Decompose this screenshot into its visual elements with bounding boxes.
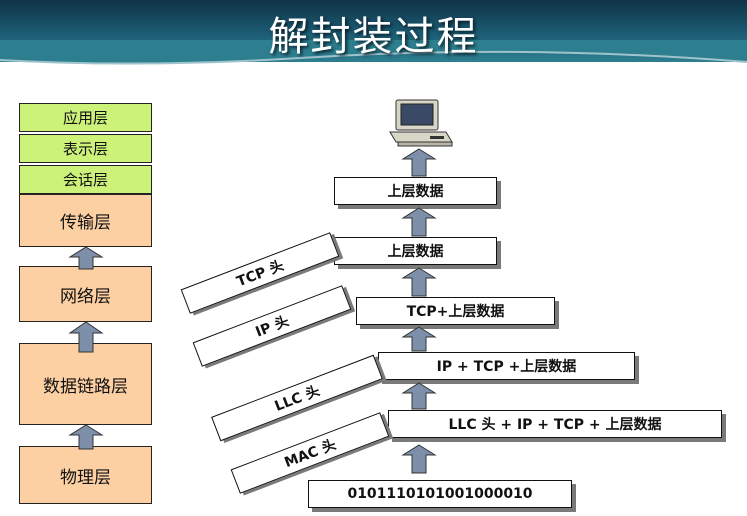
stack-box-upper-data-2: 上层数据 xyxy=(334,237,497,265)
up-arrow-icon xyxy=(401,267,437,297)
physical-layer: 物理层 xyxy=(19,446,152,504)
application-layer: 应用层 xyxy=(19,103,152,132)
stack-box-ip-tcp-data: IP + TCP +上层数据 xyxy=(378,352,635,380)
up-arrow-icon xyxy=(68,424,104,450)
computer-icon xyxy=(389,99,453,147)
session-layer: 会话层 xyxy=(19,165,152,194)
presentation-layer: 表示层 xyxy=(19,134,152,163)
network-layer: 网络层 xyxy=(19,266,152,322)
stack-box-llc-ip-tcp-data: LLC 头 + IP + TCP + 上层数据 xyxy=(388,410,722,438)
up-arrow-icon xyxy=(401,444,437,474)
datalink-layer: 数据链路层 xyxy=(19,343,152,425)
up-arrow-icon xyxy=(401,148,437,177)
up-arrow-icon xyxy=(401,207,437,237)
up-arrow-icon xyxy=(68,321,104,353)
up-arrow-icon xyxy=(68,246,104,270)
stack-box-upper-data-1: 上层数据 xyxy=(334,177,497,205)
up-arrow-icon xyxy=(401,382,437,410)
stack-box-bits: 0101110101001000010 xyxy=(308,480,572,508)
banner-wave xyxy=(0,40,747,65)
up-arrow-icon xyxy=(401,326,437,352)
stack-box-tcp-data: TCP+上层数据 xyxy=(356,297,555,325)
transport-layer: 传输层 xyxy=(19,194,152,247)
page-title: 解封装过程 xyxy=(268,14,479,60)
